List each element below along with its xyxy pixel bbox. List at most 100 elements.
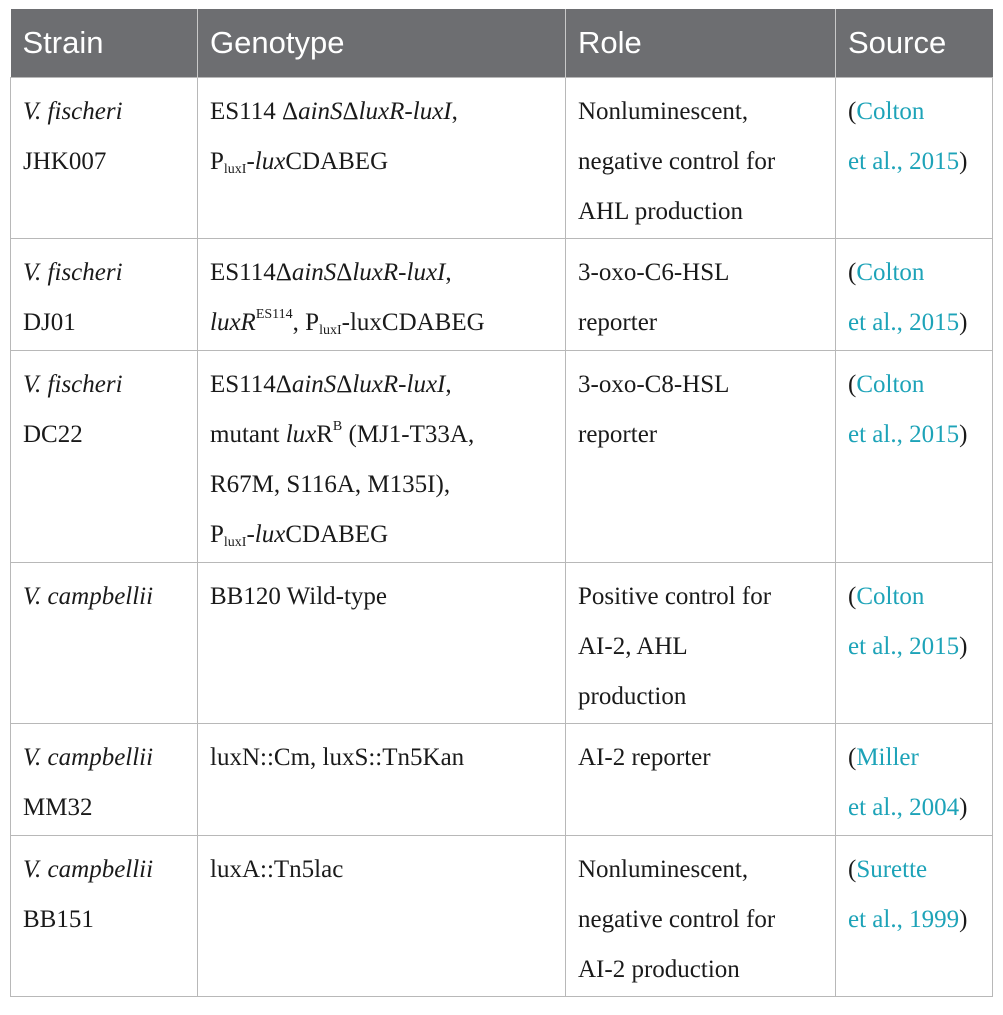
- header-row: Strain Genotype Role Source: [10, 9, 993, 77]
- genotype-text: -luxCDABEG: [341, 308, 485, 336]
- strain-cell: V. fischeri DC22: [10, 349, 198, 563]
- strain-id: DJ01: [23, 308, 76, 336]
- species-name: V. campbellii: [23, 855, 154, 883]
- species-name: V. campbellii: [23, 582, 154, 610]
- genotype-text: CDABEG: [285, 520, 389, 548]
- source-cell: (Miller et al., 2004): [835, 722, 993, 836]
- citation-link[interactable]: et al., 2015: [848, 420, 960, 448]
- genotype-text: ainS: [298, 97, 343, 125]
- citation-link[interactable]: Colton: [856, 582, 925, 610]
- role-text: 3-oxo-C8-HSL: [578, 370, 730, 398]
- role-text: AI-2 reporter: [578, 743, 711, 771]
- genotype-text: P: [210, 520, 224, 548]
- role-text: negative control for: [578, 147, 776, 175]
- citation-link[interactable]: et al., 2015: [848, 632, 960, 660]
- genotype-subscript: luxI: [223, 161, 247, 177]
- species-name: V. fischeri: [23, 370, 123, 398]
- table-row: V. campbellii BB120 Wild-type Positive c…: [10, 561, 993, 724]
- header-genotype: Genotype: [197, 9, 566, 77]
- citation-link[interactable]: et al., 1999: [848, 905, 960, 933]
- genotype-text: ES114Δ: [210, 370, 292, 398]
- genotype-text: Δ: [342, 97, 359, 125]
- source-cell: (Surette et al., 1999): [835, 834, 993, 997]
- citation-link[interactable]: Surette: [856, 855, 928, 883]
- strain-cell: V. fischeri DJ01: [10, 237, 198, 351]
- genotype-text: luxR-luxI: [358, 97, 452, 125]
- genotype-text: luxN::Cm, luxS::Tn5Kan: [210, 743, 465, 771]
- genotype-subscript: luxI: [223, 534, 247, 550]
- role-text: negative control for: [578, 905, 776, 933]
- genotype-text: (MJ1-T33A,: [342, 420, 475, 448]
- genotype-text: R67M, S116A, M135I),: [210, 470, 451, 498]
- header-role: Role: [565, 9, 836, 77]
- genotype-text: P: [210, 147, 224, 175]
- genotype-text: lux: [285, 420, 317, 448]
- table-row: V. fischeri JHK007 ES114 ΔainSΔluxR-luxI…: [10, 76, 993, 239]
- role-text: AHL production: [578, 197, 744, 225]
- role-text: production: [578, 682, 687, 710]
- genotype-text: CDABEG: [285, 147, 389, 175]
- table-row: V. campbellii MM32 luxN::Cm, luxS::Tn5Ka…: [10, 722, 993, 836]
- genotype-text: ainS: [291, 258, 337, 286]
- species-name: V. campbellii: [23, 743, 154, 771]
- strain-table: Strain Genotype Role Source V. fischeri …: [10, 9, 993, 997]
- genotype-text: luxR: [210, 308, 256, 336]
- genotype-cell: ES114 ΔainSΔluxR-luxI, PluxI-luxCDABEG: [197, 76, 566, 239]
- strain-cell: V. campbellii MM32: [10, 722, 198, 836]
- role-cell: 3-oxo-C6-HSL reporter: [565, 237, 836, 351]
- genotype-text: -: [246, 520, 255, 548]
- genotype-text: luxA::Tn5lac: [210, 855, 344, 883]
- citation-link[interactable]: et al., 2015: [848, 308, 960, 336]
- genotype-text: luxR-luxI: [352, 370, 446, 398]
- role-text: Positive control for: [578, 582, 772, 610]
- genotype-text: BB120 Wild-type: [210, 582, 388, 610]
- species-name: V. fischeri: [23, 97, 123, 125]
- role-text: reporter: [578, 420, 658, 448]
- genotype-subscript: luxI: [319, 322, 342, 338]
- genotype-text: ,: [445, 370, 452, 398]
- header-strain: Strain: [10, 9, 198, 77]
- strain-cell: V. campbellii: [10, 561, 198, 724]
- role-text: Nonluminescent,: [578, 97, 749, 125]
- role-text: AI-2 production: [578, 955, 740, 983]
- source-cell: (Colton et al., 2015): [835, 349, 993, 563]
- citation-link[interactable]: et al., 2015: [848, 147, 960, 175]
- source-cell: (Colton et al., 2015): [835, 561, 993, 724]
- genotype-text: , P: [292, 308, 320, 336]
- role-text: 3-oxo-C6-HSL: [578, 258, 730, 286]
- genotype-text: Δ: [336, 258, 353, 286]
- genotype-cell: luxN::Cm, luxS::Tn5Kan: [197, 722, 566, 836]
- role-text: Nonluminescent,: [578, 855, 749, 883]
- strain-id: DC22: [23, 420, 83, 448]
- genotype-superscript: B: [332, 418, 343, 434]
- genotype-text: ,: [445, 258, 452, 286]
- genotype-text: ES114Δ: [210, 258, 292, 286]
- strain-id: BB151: [23, 905, 94, 933]
- source-cell: (Colton et al., 2015): [835, 237, 993, 351]
- genotype-text: R: [316, 420, 333, 448]
- genotype-cell: BB120 Wild-type: [197, 561, 566, 724]
- table-row: V. fischeri DJ01 ES114ΔainSΔluxR-luxI, l…: [10, 237, 993, 351]
- genotype-text: lux: [254, 520, 286, 548]
- genotype-cell: ES114ΔainSΔluxR-luxI, mutant luxRB (MJ1-…: [197, 349, 566, 563]
- genotype-superscript: ES114: [255, 306, 293, 322]
- citation-link[interactable]: Colton: [856, 370, 925, 398]
- role-cell: 3-oxo-C8-HSL reporter: [565, 349, 836, 563]
- header-source: Source: [835, 9, 993, 77]
- genotype-text: lux: [254, 147, 286, 175]
- strain-cell: V. fischeri JHK007: [10, 76, 198, 239]
- genotype-text: mutant: [210, 420, 286, 448]
- role-cell: AI-2 reporter: [565, 722, 836, 836]
- citation-link[interactable]: Colton: [856, 97, 925, 125]
- role-cell: Nonluminescent, negative control for AI-…: [565, 834, 836, 997]
- genotype-text: ,: [451, 97, 458, 125]
- citation-link[interactable]: et al., 2004: [848, 793, 960, 821]
- citation-link[interactable]: Miller: [856, 743, 919, 771]
- role-text: reporter: [578, 308, 658, 336]
- strain-id: MM32: [23, 793, 93, 821]
- strain-id: JHK007: [23, 147, 107, 175]
- genotype-text: ainS: [291, 370, 337, 398]
- citation-link[interactable]: Colton: [856, 258, 925, 286]
- genotype-text: luxR-luxI: [352, 258, 446, 286]
- genotype-text: Δ: [336, 370, 353, 398]
